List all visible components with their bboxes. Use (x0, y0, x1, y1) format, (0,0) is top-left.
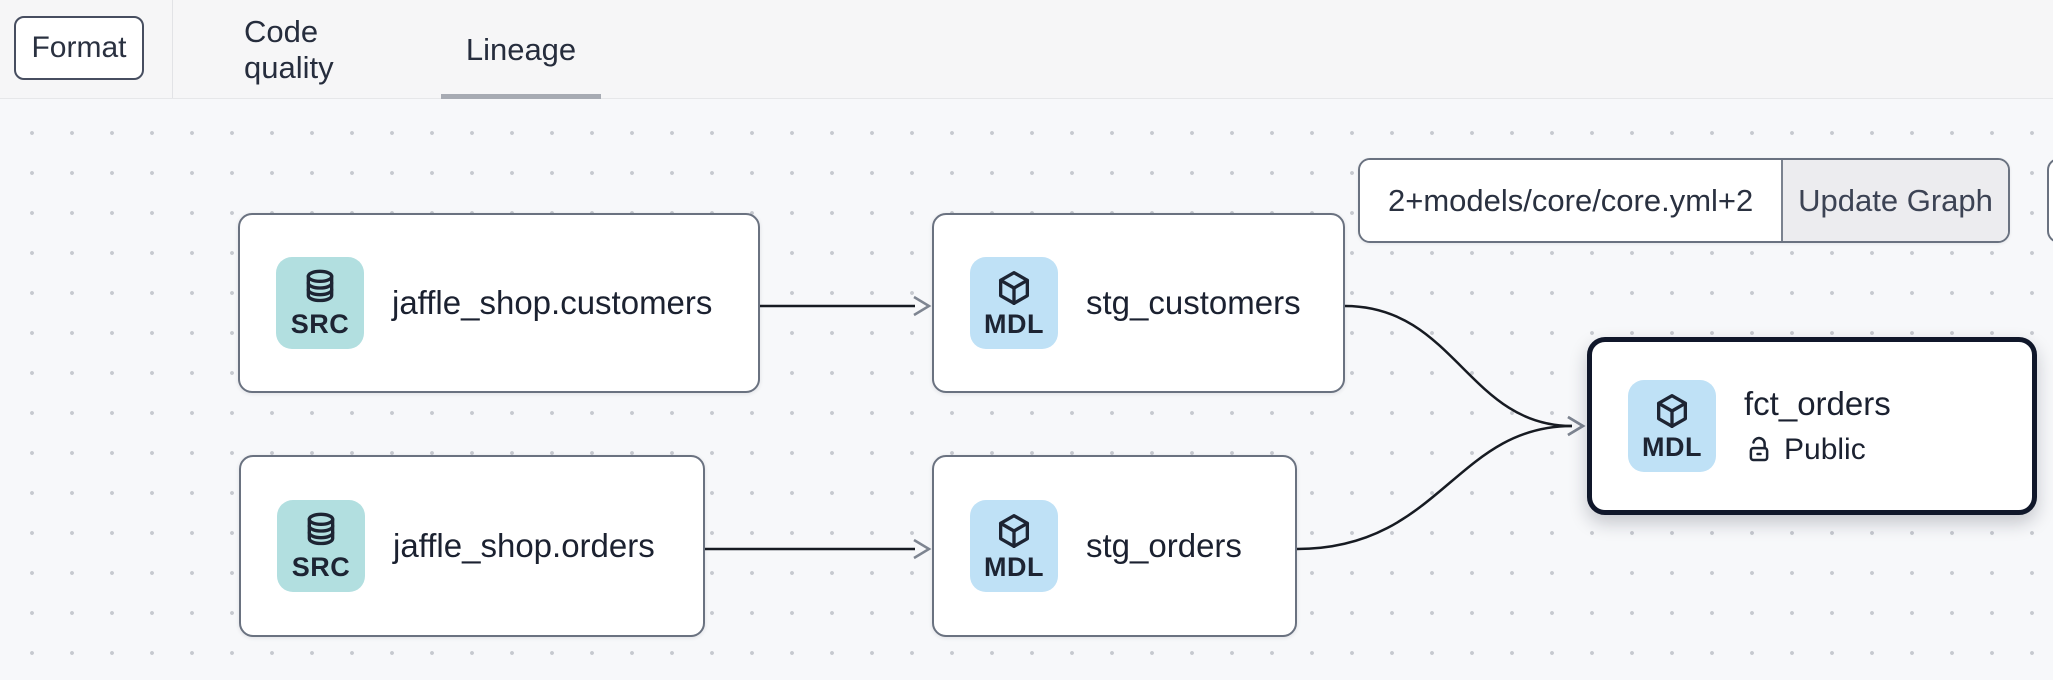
database-icon (306, 269, 334, 302)
badge-label: SRC (290, 308, 350, 339)
resource-type-badge: MDL (1628, 380, 1716, 472)
node-src_customers[interactable]: SRC jaffle_shop.customers (238, 213, 760, 393)
node-body: jaffle_shop.customers (392, 284, 712, 322)
badge-label: MDL (984, 551, 1044, 582)
cube-icon (999, 513, 1029, 548)
cube-icon (1657, 393, 1687, 428)
resource-type-badge: MDL (970, 500, 1058, 592)
resource-type-badge: SRC (277, 500, 365, 592)
tab-lineage[interactable]: Lineage (441, 0, 601, 99)
clipped-toolbar-button[interactable] (2047, 158, 2053, 243)
badge-label: MDL (984, 308, 1044, 339)
database-icon (307, 512, 335, 545)
selector-filter-bar: Update Graph (1358, 158, 2010, 243)
node-stg_customers[interactable]: MDL stg_customers (932, 213, 1345, 393)
editor-tabs: Code quality Lineage (244, 0, 601, 99)
node-body: stg_orders (1086, 527, 1242, 565)
access-label: Public (1784, 433, 1866, 466)
resource-type-badge: SRC (276, 257, 364, 349)
node-stg_orders[interactable]: MDL stg_orders (932, 455, 1297, 637)
toolbar-divider (172, 0, 173, 98)
edge-arrowhead (913, 538, 932, 560)
lineage-edge-stg_orders-to-fct_orders (1296, 424, 1573, 551)
selector-input[interactable] (1360, 160, 1781, 241)
node-title: stg_orders (1086, 527, 1242, 564)
edge-arrowhead (1567, 415, 1586, 437)
node-src_orders[interactable]: SRC jaffle_shop.orders (239, 455, 705, 637)
edge-arrowhead (1567, 415, 1586, 437)
badge-label: SRC (291, 551, 351, 582)
tab-code-quality[interactable]: Code quality (244, 13, 334, 85)
node-title: jaffle_shop.orders (393, 527, 655, 564)
node-title: fct_orders (1744, 385, 1891, 422)
lock-open-icon (1749, 436, 1769, 462)
node-title: stg_customers (1086, 284, 1301, 321)
badge-label: MDL (1642, 431, 1702, 462)
update-graph-button[interactable]: Update Graph (1781, 160, 2008, 241)
lineage-edge-stg_customers-to-fct_orders (1344, 304, 1573, 428)
access-row: Public (1744, 433, 1891, 467)
node-body: jaffle_shop.orders (393, 527, 655, 565)
format-button[interactable]: Format (14, 16, 144, 80)
top-toolbar: Format Code quality Lineage (0, 0, 2053, 99)
cube-icon (999, 270, 1029, 305)
edge-arrowhead (913, 295, 932, 317)
resource-type-badge: MDL (970, 257, 1058, 349)
node-body: stg_customers (1086, 284, 1301, 322)
node-title: jaffle_shop.customers (392, 284, 713, 321)
